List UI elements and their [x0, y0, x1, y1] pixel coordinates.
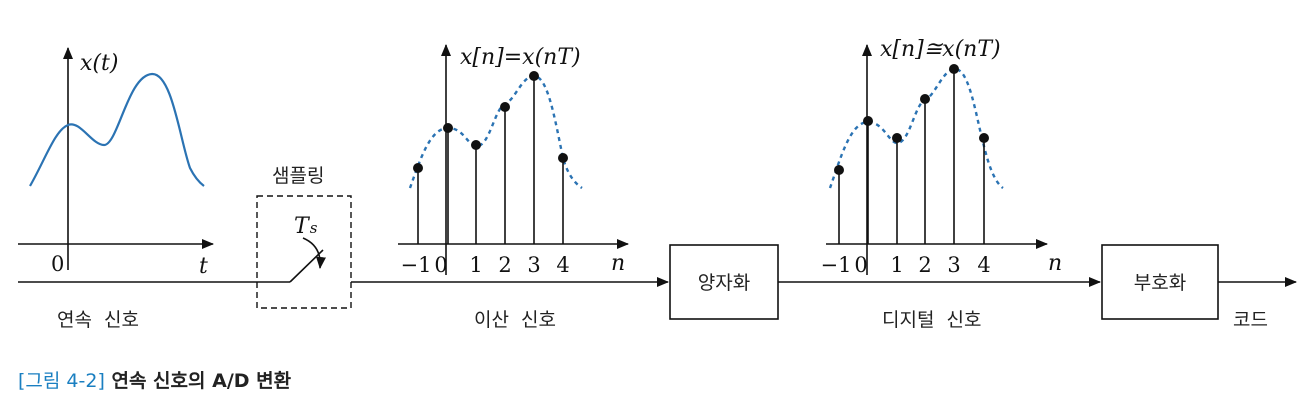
figure-caption-title: 연속 신호의 A/D 변환 [111, 370, 292, 392]
sampler-dashed-box [256, 195, 352, 309]
digital-sample-point [920, 94, 930, 104]
figure-caption-tag: [그림 4-2] [18, 370, 105, 392]
digital-sample-point [979, 133, 989, 143]
discrete-sample-point [500, 102, 510, 112]
encoder-block: 부호화 [1101, 244, 1219, 320]
digital-sample-point [949, 64, 959, 74]
digital-samples [834, 64, 989, 244]
digital-tick-label: 2 [918, 253, 931, 277]
discrete-tick-label: 0 [434, 253, 447, 277]
continuous-x-label: t [199, 254, 208, 279]
discrete-tick-label: 1 [469, 253, 482, 277]
digital-tick-label: 3 [947, 253, 960, 277]
sampler-switch-blade [289, 249, 324, 283]
encoder-label: 부호화 [1134, 272, 1186, 294]
sampler-rotation-arrow [302, 237, 326, 269]
quantizer-label: 양자화 [698, 272, 750, 294]
discrete-tick-label: 4 [556, 253, 569, 277]
figure-caption: [그림 4-2] 연속 신호의 A/D 변환 [18, 366, 291, 393]
discrete-x-label: n [611, 251, 625, 276]
digital-sample-point [834, 165, 844, 175]
discrete-tick-label: −1 [401, 253, 432, 277]
quantizer-block: 양자화 [669, 244, 779, 320]
digital-tick-labels: −1 0 1 2 3 4 [821, 253, 991, 277]
discrete-tick-label: 3 [527, 253, 540, 277]
digital-tick-label: 4 [977, 253, 990, 277]
digital-tick-label: 0 [854, 253, 867, 277]
continuous-origin-label: 0 [51, 252, 64, 276]
discrete-sample-point [413, 163, 423, 173]
digital-envelope-curve [828, 67, 1004, 189]
quantizer-box [669, 244, 779, 320]
discrete-samples [413, 71, 568, 244]
discrete-y-label: x[n]=x(nT) [460, 45, 581, 70]
digital-y-label: x[n]≅x(nT) [880, 37, 1001, 62]
discrete-signal-plot: x[n]=x(nT) −1 0 1 2 3 4 n [398, 44, 629, 277]
continuous-y-label: x(t) [80, 51, 118, 76]
discrete-sample-point [471, 140, 481, 150]
continuous-signal-curve [29, 72, 205, 187]
sampler-switch-label: Ts [294, 214, 318, 239]
digital-tick-label: 1 [890, 253, 903, 277]
digital-sample-point [863, 116, 873, 126]
digital-signal-plot: x[n]≅x(nT) −1 0 1 2 3 4 n [821, 37, 1063, 277]
sampler-block: 샘플링 Ts [256, 165, 352, 309]
discrete-sample-point [529, 71, 539, 81]
digital-sample-point [892, 133, 902, 143]
discrete-sample-point [443, 123, 453, 133]
digital-tick-label: −1 [821, 253, 852, 277]
digital-x-label: n [1048, 251, 1062, 276]
discrete-sample-point [558, 153, 568, 163]
sampling-label: 샘플링 [272, 165, 324, 187]
continuous-signal-plot: x(t) 0 t [18, 47, 214, 279]
continuous-caption: 연속 신호 [57, 309, 139, 331]
discrete-tick-labels: −1 0 1 2 3 4 [401, 253, 570, 277]
discrete-tick-label: 2 [498, 253, 511, 277]
discrete-caption: 이산 신호 [474, 309, 556, 331]
discrete-envelope-curve [408, 74, 583, 189]
digital-caption: 디지털 신호 [882, 309, 981, 331]
output-code-label: 코드 [1233, 309, 1268, 331]
